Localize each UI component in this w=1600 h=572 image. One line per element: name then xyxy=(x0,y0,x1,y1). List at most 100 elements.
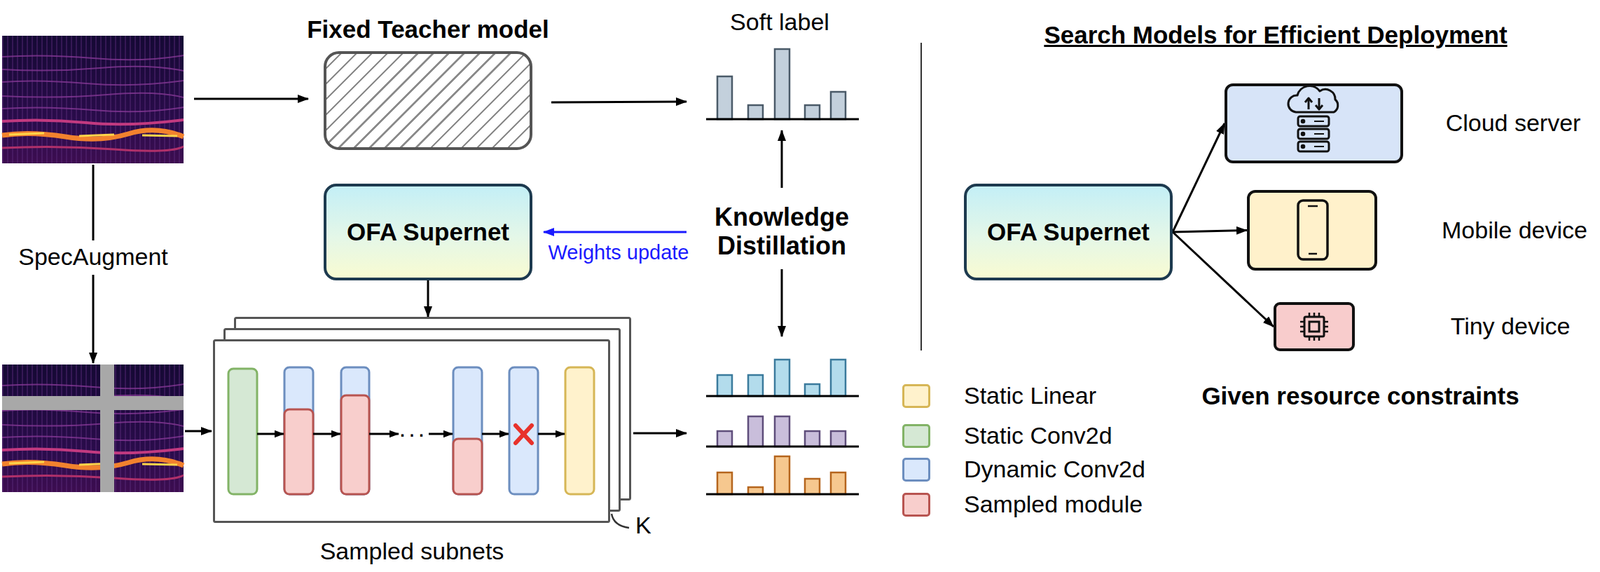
panel-heading: Search Models for Efficient Deployment xyxy=(1043,21,1507,50)
dynamic-conv-module xyxy=(284,367,314,494)
student-histogram xyxy=(748,374,763,396)
flow-arrow xyxy=(194,98,309,101)
student-histogram xyxy=(717,374,733,396)
phone-icon xyxy=(1298,200,1328,260)
device-box: Cloud server xyxy=(1224,83,1404,164)
count-symbol: K xyxy=(635,511,652,539)
flow-arrow xyxy=(92,164,95,241)
process-label: Knowledge Distillation xyxy=(697,202,866,261)
layer-arrow xyxy=(481,432,509,436)
soft-label-histogram xyxy=(706,49,859,120)
cloud-server-icon xyxy=(1307,98,1310,110)
student-histogram xyxy=(804,430,820,447)
dynamic-conv-module xyxy=(509,367,539,494)
legend-label: Sampled module xyxy=(963,490,1143,518)
cloud-server-icon xyxy=(1298,141,1329,152)
dynamic-conv-module xyxy=(284,409,314,494)
cloud-server-icon xyxy=(1288,86,1339,152)
student-histogram xyxy=(706,416,859,447)
box-label: OFA Supernet xyxy=(987,217,1150,246)
static-conv-module xyxy=(228,368,258,494)
stack-bracket xyxy=(611,513,630,528)
legend-swatch xyxy=(902,423,931,448)
cloud-server-icon xyxy=(1314,133,1324,135)
layer-arrow xyxy=(369,432,399,436)
teacher-model-box: Fixed Teacher model xyxy=(323,51,533,150)
flow-arrow xyxy=(781,130,784,188)
cloud-server-icon xyxy=(1314,145,1324,148)
student-histogram xyxy=(830,430,846,447)
device-label: Cloud server xyxy=(1445,109,1582,137)
chip-icon xyxy=(1309,321,1320,332)
student-histogram xyxy=(774,359,790,396)
chip-icon xyxy=(1304,316,1324,337)
student-histogram xyxy=(706,395,859,398)
cloud-server-icon xyxy=(1288,86,1339,113)
soft-label-histogram xyxy=(830,91,846,120)
legend-swatch xyxy=(902,492,931,517)
phone-icon xyxy=(1298,200,1328,260)
soft-label-histogram xyxy=(774,49,790,120)
weights-update-arrow xyxy=(543,231,687,234)
cloud-server-icon xyxy=(1305,98,1313,103)
student-histogram xyxy=(774,416,790,447)
legend-swatch xyxy=(902,383,931,408)
augmented-spectrogram xyxy=(100,364,115,492)
skipped-layer-cross xyxy=(515,425,532,443)
layer-arrow xyxy=(313,432,341,436)
panel-divider xyxy=(920,42,922,351)
device-box: Mobile device xyxy=(1246,189,1378,271)
static-linear-module xyxy=(565,367,595,494)
flow-arrow xyxy=(92,274,95,363)
augmented-spectrogram xyxy=(2,395,184,410)
ellipsis: ... xyxy=(399,414,428,443)
device-label: Tiny device xyxy=(1450,312,1571,340)
soft-label-histogram xyxy=(748,105,763,120)
student-histogram xyxy=(706,445,859,448)
arrow-connector xyxy=(1172,123,1225,232)
input-spectrogram xyxy=(2,35,184,164)
histogram-title: Soft label xyxy=(729,8,830,36)
layer-arrow xyxy=(257,432,284,436)
student-histogram xyxy=(830,472,846,494)
static-conv-module xyxy=(228,368,258,494)
dynamic-conv-module xyxy=(453,438,482,494)
soft-label-histogram xyxy=(804,105,820,120)
static-linear-module xyxy=(565,367,595,494)
skipped-layer-cross xyxy=(515,425,532,443)
device-box: Tiny device xyxy=(1273,301,1355,351)
flow-arrow xyxy=(551,101,687,103)
dynamic-conv-module xyxy=(341,395,370,494)
layer-arrow xyxy=(538,432,565,436)
phone-icon xyxy=(1307,205,1318,208)
stack-bracket xyxy=(611,513,630,528)
skipped-layer-cross xyxy=(515,425,532,443)
student-histogram xyxy=(830,359,846,396)
cloud-server-icon xyxy=(1301,119,1305,123)
flow-arrow xyxy=(781,269,784,337)
panel-divider xyxy=(921,42,922,351)
subnet-frame xyxy=(214,340,610,522)
soft-label-histogram xyxy=(717,76,733,120)
student-histogram xyxy=(804,383,820,396)
arrow-label: Weights update xyxy=(548,240,690,265)
layer-arrow xyxy=(428,432,453,436)
cloud-server-icon xyxy=(1298,128,1329,139)
legend-label: Dynamic Conv2d xyxy=(963,455,1146,483)
cloud-server-icon xyxy=(1301,132,1305,136)
augmented-spectrogram xyxy=(2,364,184,492)
device-label: Mobile device xyxy=(1441,216,1588,244)
student-histogram xyxy=(717,430,733,447)
panel-note: Given resource constraints xyxy=(1201,381,1519,410)
chip-icon xyxy=(1300,312,1329,341)
student-histogram xyxy=(706,359,859,396)
weights-update-arrow xyxy=(543,231,687,233)
arrow-connector xyxy=(1172,230,1247,233)
box-label: OFA Supernet xyxy=(346,217,510,246)
chip-icon xyxy=(1300,312,1329,341)
input-spectrogram xyxy=(2,35,184,164)
stack-caption: Sampled subnets xyxy=(320,537,505,565)
flow-arrow xyxy=(633,432,687,435)
cloud-server-icon xyxy=(1315,105,1323,110)
